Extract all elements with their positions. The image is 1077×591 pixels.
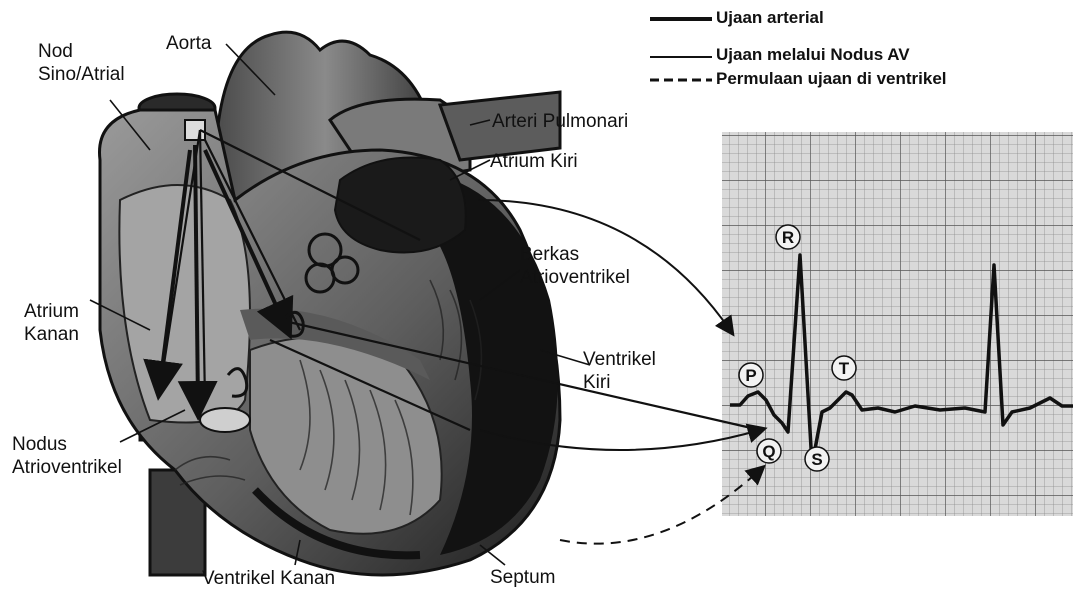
label-nodus-line1: Nodus — [12, 433, 122, 456]
ecg-marker-t: T — [839, 359, 850, 378]
ecg-marker-r: R — [782, 228, 794, 247]
label-nodus-atrioventrikel: Nodus Atrioventrikel — [12, 433, 122, 479]
ecg-marker-s: S — [811, 450, 822, 469]
legend-item-arterial: Ujaan arterial — [716, 8, 824, 28]
label-nodus-line2: Atrioventrikel — [12, 456, 122, 479]
label-berkas-atrioventrikel: Berkas Atrioventrikel — [520, 243, 630, 289]
legend-label-av-node: Ujaan melalui Nodus AV — [716, 45, 910, 64]
legend-label-ventricle-start: Permulaan ujaan di ventrikel — [716, 69, 947, 88]
label-aorta: Aorta — [166, 32, 211, 55]
label-atrium-kanan: Atrium Kanan — [24, 300, 79, 346]
label-berkas-line1: Berkas — [520, 243, 630, 266]
left-atrium-chamber — [335, 158, 466, 253]
label-ventrikel-kiri: Ventrikel Kiri — [583, 348, 656, 394]
label-ventrikel-kanan: Ventrikel Kanan — [202, 567, 335, 590]
label-ventrikel-kanan-text: Ventrikel Kanan — [202, 567, 335, 590]
label-aorta-text: Aorta — [166, 32, 211, 55]
label-atrium-kiri: Atrium Kiri — [490, 150, 578, 173]
ecg-marker-p: P — [745, 366, 756, 385]
label-nod-sino-atrial: Nod Sino/Atrial — [38, 40, 125, 86]
label-arteri-pulmonari-text: Arteri Pulmonari — [492, 110, 628, 133]
label-arteri-pulmonari: Arteri Pulmonari — [492, 110, 628, 133]
label-atrium-kanan-line2: Kanan — [24, 323, 79, 346]
ecg-marker-q: Q — [762, 442, 775, 461]
label-atrium-kiri-text: Atrium Kiri — [490, 150, 578, 173]
label-atrium-kanan-line1: Atrium — [24, 300, 79, 323]
label-ventrikel-kiri-line1: Ventrikel — [583, 348, 656, 371]
legend-label-arterial: Ujaan arterial — [716, 8, 824, 27]
label-berkas-line2: Atrioventrikel — [520, 266, 630, 289]
label-septum: Septum — [490, 566, 555, 589]
legend-item-ventricle-start: Permulaan ujaan di ventrikel — [716, 69, 947, 89]
legend-item-av-node: Ujaan melalui Nodus AV — [716, 45, 910, 65]
label-ventrikel-kiri-line2: Kiri — [583, 371, 656, 394]
right-atrium-chamber — [119, 185, 250, 423]
av-node — [200, 408, 250, 432]
label-nod-sino-atrial-line1: Nod — [38, 40, 125, 63]
label-nod-sino-atrial-line2: Sino/Atrial — [38, 63, 125, 86]
legend-lines — [650, 19, 712, 80]
label-septum-text: Septum — [490, 566, 555, 589]
heart — [100, 32, 761, 575]
